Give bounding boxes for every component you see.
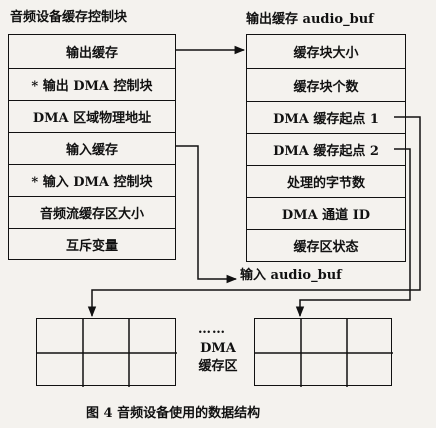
left-row-input-dma: * 输入 DMA 控制块 — [9, 164, 175, 196]
right-row-block-count: 缓存块个数 — [247, 68, 405, 101]
dma-buffer-grid-left — [36, 318, 177, 387]
left-row-input-buffer: 输入缓存 — [9, 132, 175, 164]
left-control-block: 输出缓存 * 输出 DMA 控制块 DMA 区域物理地址 输入缓存 * 输入 D… — [8, 34, 176, 260]
dma-ellipsis: …… — [198, 322, 226, 337]
dma-label-line1: DMA — [200, 341, 236, 356]
left-row-mutex: 互斥变量 — [9, 228, 175, 259]
dma-buffer-label: DMA 缓存区 — [186, 340, 250, 376]
left-block-title: 音频设备缓存控制块 — [10, 10, 128, 25]
right-audio-buf-block: 缓存块大小 缓存块个数 DMA 缓存起点 1 DMA 缓存起点 2 处理的字节数… — [246, 34, 406, 262]
right-block-title: 输出缓存 audio_buf — [246, 12, 374, 27]
figure-caption: 图 4 音频设备使用的数据结构 — [86, 406, 261, 421]
dma-grid-right-lines — [255, 319, 393, 387]
right-row-dma-start-2: DMA 缓存起点 2 — [247, 133, 405, 165]
right-row-dma-start-1: DMA 缓存起点 1 — [247, 101, 405, 133]
right-row-buffer-status: 缓存区状态 — [247, 229, 405, 261]
left-row-dma-phys-addr: DMA 区域物理地址 — [9, 100, 175, 132]
dma-label-line2: 缓存区 — [198, 359, 238, 374]
input-audio-buf-label: 输入 audio_buf — [240, 268, 342, 283]
left-row-output-buffer: 输出缓存 — [65, 46, 118, 61]
arrow-dma-start-1 — [87, 116, 421, 318]
arrow-dma-start-2 — [295, 148, 411, 318]
arrow-input-buffer — [176, 145, 238, 284]
dma-grid-left-lines — [37, 319, 177, 387]
left-row-stream-buffer-size: 音频流缓存区大小 — [9, 196, 175, 228]
right-row-block-size: 缓存块大小 — [293, 46, 359, 61]
dma-buffer-grid-right — [254, 318, 393, 387]
left-row-output-dma: * 输出 DMA 控制块 — [9, 68, 175, 100]
right-row-bytes-processed: 处理的字节数 — [247, 165, 405, 197]
right-row-dma-channel-id: DMA 通道 ID — [247, 197, 405, 229]
